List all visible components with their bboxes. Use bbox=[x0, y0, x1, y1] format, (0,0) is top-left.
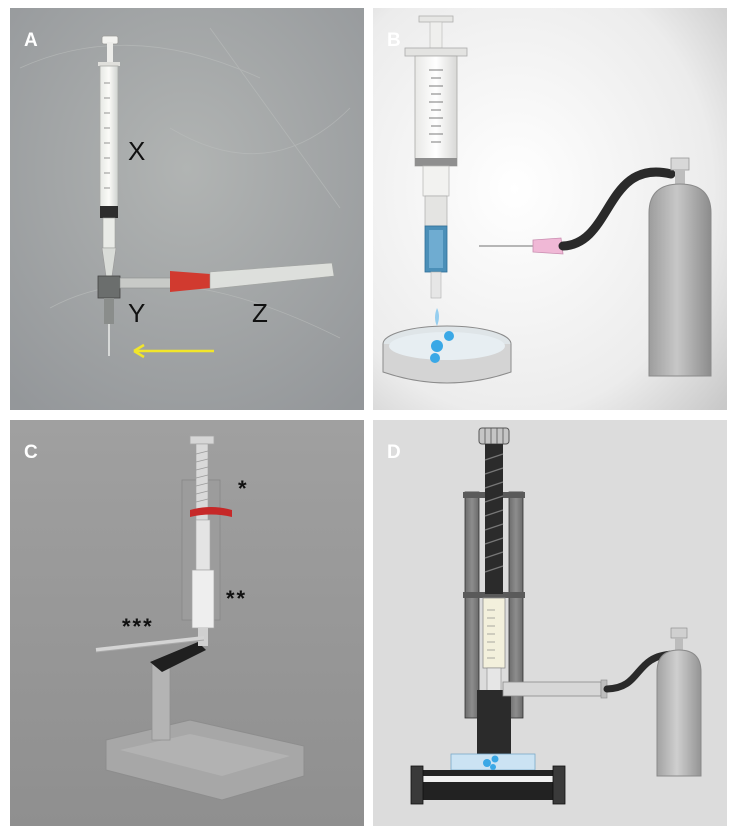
top-knob bbox=[478, 427, 510, 445]
panel-a-label: A bbox=[24, 30, 38, 51]
pink-hub bbox=[532, 237, 564, 255]
droplet bbox=[444, 331, 454, 341]
syringe-body bbox=[191, 569, 215, 629]
droplet bbox=[430, 353, 440, 363]
marker-three-star: *** bbox=[122, 614, 154, 639]
panel-b-schematic: B bbox=[373, 8, 727, 410]
gas-cylinder bbox=[648, 183, 712, 377]
panel-c-render: C * ** *** bbox=[10, 420, 364, 826]
side-needle bbox=[502, 681, 602, 697]
panel-b-illustration bbox=[373, 8, 727, 410]
panel-d-schematic: D bbox=[373, 420, 727, 826]
panel-c-illustration bbox=[10, 420, 364, 826]
red-hub bbox=[170, 271, 210, 292]
label-z: Z bbox=[252, 298, 268, 328]
panel-a-photo: A X Y Z bbox=[10, 8, 364, 410]
label-x: X bbox=[128, 136, 146, 166]
panel-d-illustration bbox=[373, 420, 727, 826]
black-bracket bbox=[150, 642, 206, 672]
gas-cylinder bbox=[656, 649, 702, 777]
stand-column bbox=[477, 690, 511, 758]
side-needle bbox=[95, 636, 205, 652]
syringe-barrel bbox=[414, 55, 458, 167]
droplet bbox=[431, 340, 443, 352]
panel-d-label: D bbox=[387, 442, 401, 463]
marker-one-star: * bbox=[238, 476, 249, 501]
plunger-tip bbox=[100, 206, 118, 218]
syringe-barrel-x bbox=[99, 65, 119, 217]
red-band bbox=[190, 507, 232, 517]
label-y: Y bbox=[128, 298, 146, 328]
base-plate bbox=[415, 770, 561, 800]
needle-cap-z bbox=[209, 262, 335, 290]
panel-b-label: B bbox=[387, 30, 401, 51]
panel-c-label: C bbox=[24, 442, 38, 463]
gas-tubing bbox=[558, 167, 676, 251]
panel-a-illustration bbox=[10, 8, 364, 410]
connector-y bbox=[97, 275, 121, 299]
syringe-body bbox=[482, 597, 506, 669]
marker-two-star: ** bbox=[226, 586, 248, 611]
